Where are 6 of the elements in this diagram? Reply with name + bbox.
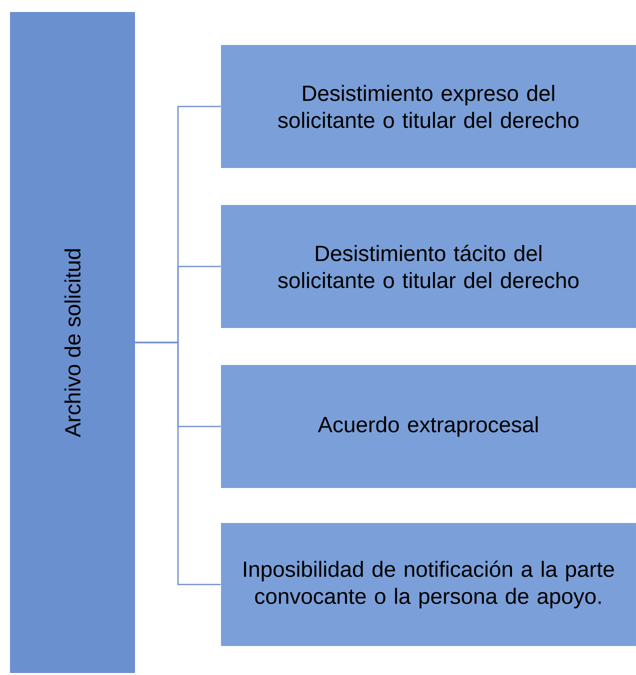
item-box: Desistimiento expreso del solicitante o titular del derecho [221, 45, 636, 168]
item-box: Desistimiento tácito del solicitante o titular del derecho [221, 205, 636, 328]
connector-line [135, 342, 221, 586]
category-box: Archivo de solicitud [10, 12, 135, 673]
item-box: Acuerdo extraprocesal [221, 365, 636, 488]
item-box: Inposibilidad de notificación a la parte convocante o la persona de apoyo. [221, 523, 636, 646]
